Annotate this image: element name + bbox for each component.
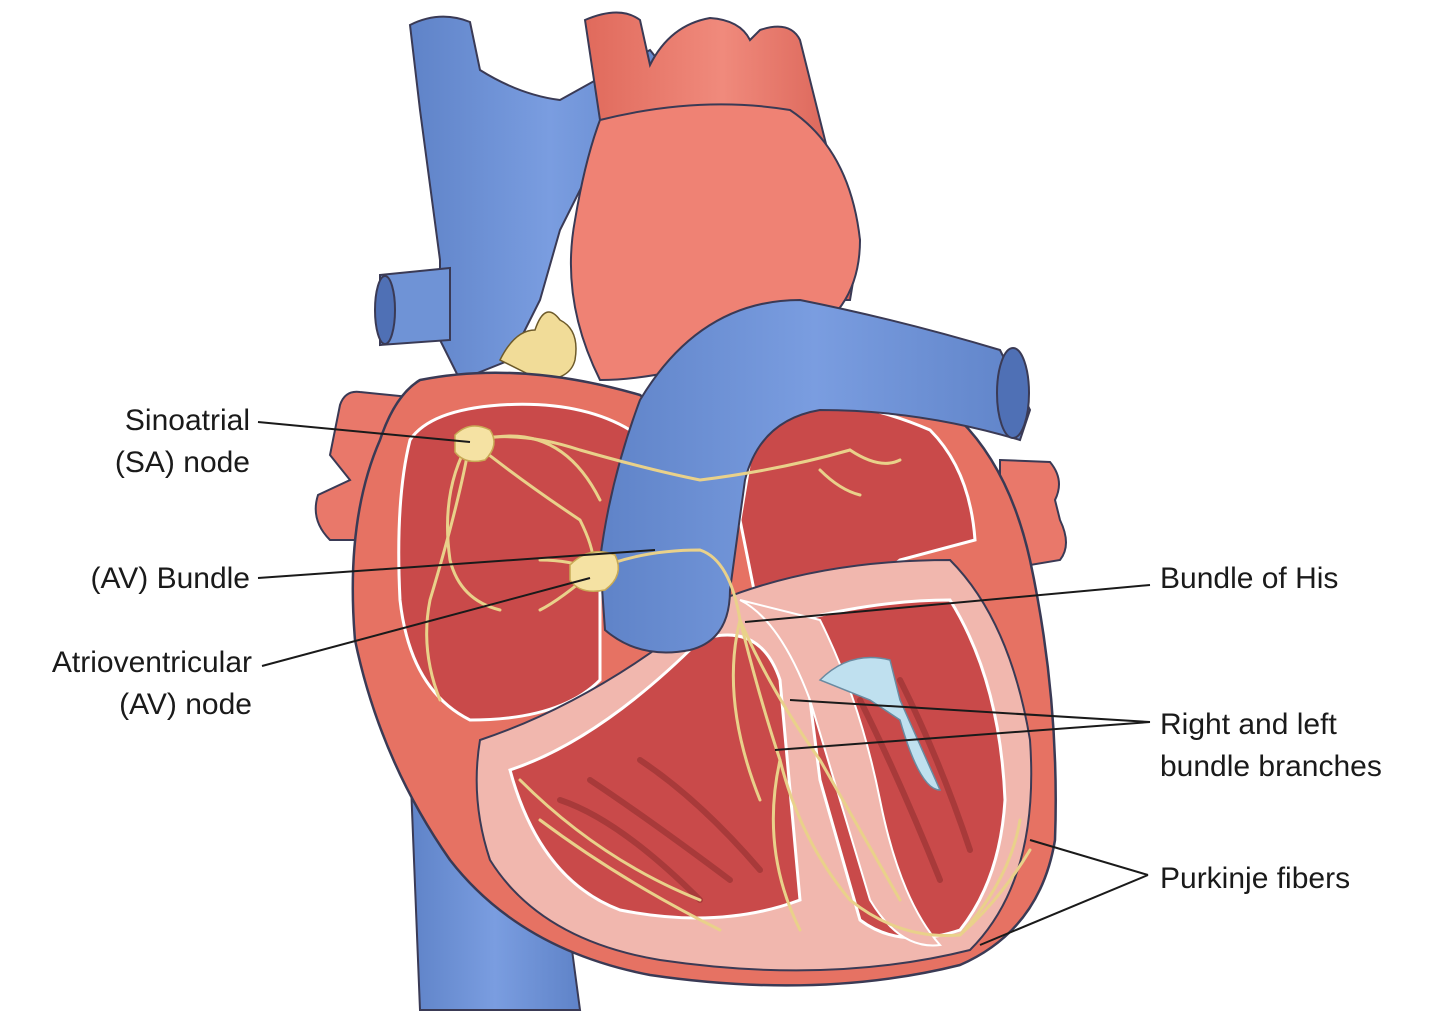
label-sa-node: Sinoatrial (SA) node xyxy=(40,400,250,484)
leader-bundle-of-his xyxy=(744,584,1151,623)
label-bundle-of-his-line1: Bundle of His xyxy=(1160,562,1339,595)
label-purkinje-line1: Purkinje fibers xyxy=(1160,862,1351,895)
leader-av-bundle xyxy=(257,549,656,579)
label-sa-node-line2: (SA) node xyxy=(114,446,250,479)
label-av-node-line1: Atrioventricular xyxy=(51,646,252,679)
leader-branch-left xyxy=(774,721,1151,751)
label-purkinje: Purkinje fibers xyxy=(1160,858,1435,900)
right-ventricle xyxy=(508,633,802,920)
label-av-bundle: (AV) Bundle xyxy=(20,558,250,600)
label-bundle-branches-line2: bundle branches xyxy=(1160,750,1382,783)
pulmonary-artery-opening xyxy=(996,347,1030,439)
trabeculae xyxy=(557,677,973,903)
av-node xyxy=(569,550,620,592)
label-bundle-branches-line1: Right and left xyxy=(1160,708,1337,741)
pulmonary-artery xyxy=(598,298,1032,654)
fat-pad xyxy=(498,311,577,381)
label-bundle-of-his: Bundle of His xyxy=(1160,558,1435,600)
azygos-opening xyxy=(374,275,396,345)
leader-branch-right xyxy=(789,699,1151,723)
label-av-node: Atrioventricular (AV) node xyxy=(0,642,252,726)
sa-node xyxy=(454,425,495,463)
right-atrium xyxy=(397,402,642,722)
leader-lines xyxy=(257,421,1151,946)
leader-sa-node xyxy=(257,421,471,443)
label-av-node-line2: (AV) node xyxy=(119,688,252,721)
label-av-bundle-line1: (AV) Bundle xyxy=(90,562,250,595)
leader-purkinje-upper xyxy=(1029,839,1149,876)
leader-av-node xyxy=(261,577,591,667)
label-bundle-branches: Right and left bundle branches xyxy=(1160,704,1438,788)
leader-purkinje-lower xyxy=(979,874,1149,946)
label-sa-node-line1: Sinoatrial xyxy=(124,404,250,437)
